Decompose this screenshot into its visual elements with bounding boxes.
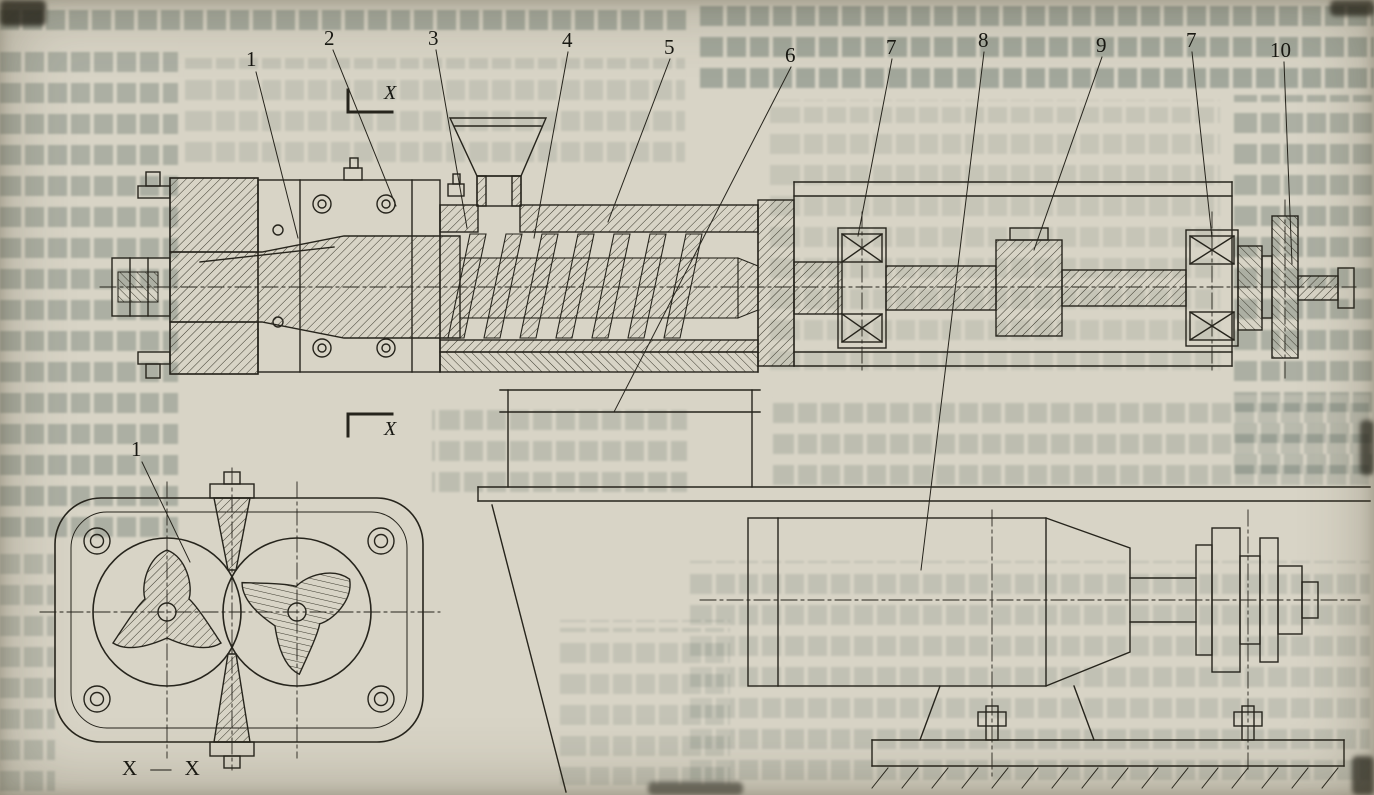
barrel-end-flange	[757, 199, 795, 367]
drive-shaft	[793, 261, 1187, 315]
callout-1-section: 1	[131, 437, 142, 461]
feed-hopper	[448, 117, 548, 207]
callout-1: 1	[246, 47, 257, 71]
base-plate	[871, 685, 1345, 789]
section-caption: X — X	[122, 756, 204, 780]
callout-4: 4	[562, 28, 573, 52]
screw-shaft-taper	[169, 235, 461, 339]
callout-6: 6	[785, 43, 796, 67]
drive-pulley	[1261, 215, 1355, 359]
gear-reducer	[747, 517, 1319, 687]
callout-8: 8	[978, 28, 989, 52]
barrel	[439, 204, 759, 373]
left-bearing-housing	[137, 171, 259, 379]
callout-7a: 7	[886, 35, 897, 59]
section-mark-bottom-label: X	[384, 418, 397, 440]
section-view-x-x	[39, 467, 441, 771]
callout-7b: 7	[1186, 28, 1197, 52]
outboard-bearing	[1185, 229, 1263, 347]
thrust-bearing	[837, 227, 887, 349]
section-mark-top-label: X	[384, 82, 397, 104]
callout-5: 5	[664, 35, 675, 59]
leader-lines	[141, 49, 1293, 571]
callout-9: 9	[1096, 33, 1107, 57]
callout-3: 3	[428, 26, 439, 50]
right-housing	[793, 181, 1233, 367]
section-plane-marks	[346, 88, 394, 438]
callout-10: 10	[1270, 38, 1291, 62]
coupling-gear	[995, 227, 1063, 337]
machine-stand	[477, 389, 1371, 793]
screw-flights	[447, 233, 759, 339]
callout-2: 2	[324, 26, 335, 50]
